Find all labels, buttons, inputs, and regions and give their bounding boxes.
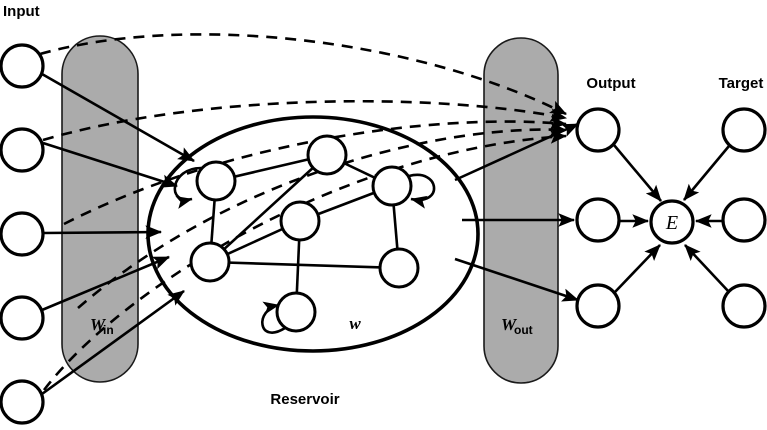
target-node — [721, 283, 767, 329]
self-loop-r7 — [261, 301, 286, 334]
w-out-subscript: out — [514, 323, 533, 337]
input-arrow-5 — [41, 289, 185, 396]
output-node — [575, 283, 621, 329]
w-in-subscript: in — [103, 323, 114, 337]
input-arrow-2 — [42, 141, 178, 188]
output-arrow-3 — [454, 257, 579, 302]
reservoir-node — [275, 291, 317, 333]
target-to-error-arrow-1 — [683, 145, 730, 201]
output-node — [575, 107, 621, 153]
w-out-symbol: W — [501, 315, 518, 334]
output-node — [575, 197, 621, 243]
reservoir-node — [306, 134, 348, 176]
error-node — [649, 199, 695, 245]
self-loop-r1 — [173, 166, 202, 209]
reservoir-to-output-connections — [454, 122, 579, 302]
input-node — [0, 127, 45, 173]
output-arrow-1 — [454, 122, 579, 182]
reservoir-node — [189, 241, 231, 283]
output-to-error-arrow-1 — [613, 144, 662, 202]
reservoir-edge-r2-r5 — [209, 154, 328, 263]
self-loop-r3 — [408, 173, 436, 209]
reservoir-title: Reservoir — [270, 391, 339, 408]
input-arrow-3 — [42, 225, 163, 239]
input-arrow-1 — [41, 72, 195, 163]
reservoir-edge-r5-r6 — [209, 260, 400, 270]
feedback-arrow-5 — [42, 130, 568, 391]
reservoir-self-loops — [173, 166, 436, 334]
input-section-title: Input — [3, 3, 40, 20]
feedback-arrow-1 — [39, 33, 567, 116]
output-to-error-arrow-3 — [614, 244, 661, 293]
reservoir-nodes — [189, 134, 420, 333]
output-section-title: Output — [586, 75, 635, 92]
input-node — [0, 43, 45, 89]
input-nodes — [0, 43, 45, 425]
input-node — [0, 295, 45, 341]
reservoir-node — [279, 200, 321, 242]
reservoir-node — [371, 165, 413, 207]
input-to-reservoir-connections — [41, 72, 195, 396]
target-node — [721, 197, 767, 243]
w-in-label-group: W in — [90, 315, 114, 337]
feedback-arrow-2 — [42, 99, 568, 142]
error-node-group: E — [649, 199, 695, 245]
target-node — [721, 107, 767, 153]
output-nodes — [575, 107, 621, 329]
target-nodes — [721, 107, 767, 329]
error-node-label: E — [665, 212, 678, 234]
w-out-bar — [483, 37, 559, 384]
reservoir-node — [378, 247, 420, 289]
reservoir-node — [195, 160, 237, 202]
w-out-label-group: W out — [501, 315, 533, 337]
input-node — [0, 379, 45, 425]
target-to-error-arrow-3 — [684, 244, 730, 293]
w-in-symbol: W — [90, 315, 107, 334]
target-section-title: Target — [719, 75, 764, 92]
input-node — [0, 211, 45, 257]
input-arrow-4 — [41, 255, 170, 312]
reservoir-weight-symbol: w — [349, 314, 361, 333]
error-connections — [613, 144, 730, 293]
